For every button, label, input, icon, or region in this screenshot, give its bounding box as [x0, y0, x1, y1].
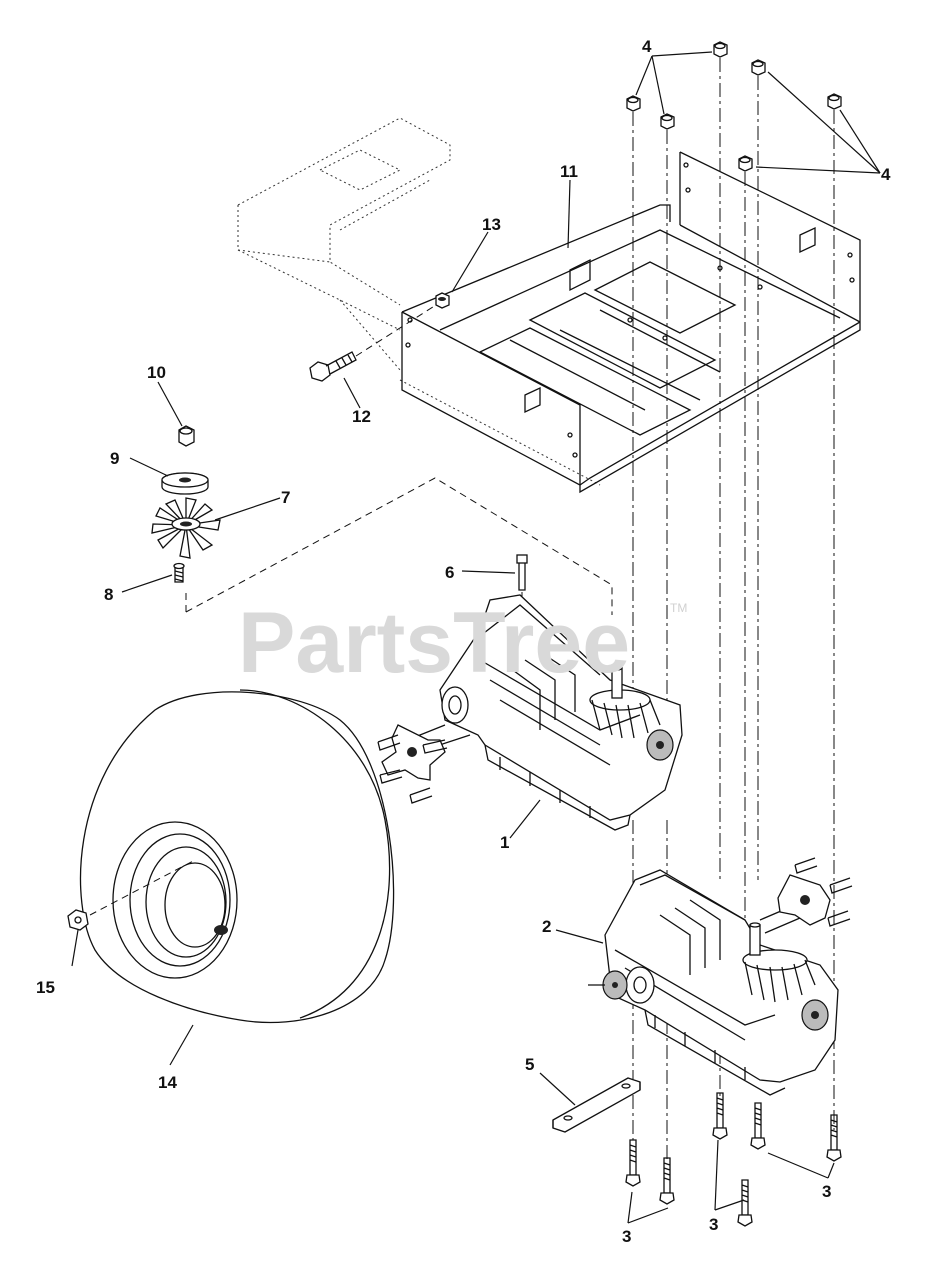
part-12-bolt [309, 304, 437, 382]
callout-2: 2 [542, 917, 551, 936]
assembly-centerlines [632, 58, 835, 1160]
part-7-fan [151, 497, 221, 559]
part-3-bolts [625, 1092, 842, 1227]
part-15-lug-nut [67, 909, 89, 931]
callout-8: 8 [104, 585, 113, 604]
leader-lines [71, 51, 881, 1224]
callout-15: 15 [36, 978, 55, 997]
callout-14: 14 [158, 1073, 177, 1092]
callout-4a: 4 [642, 37, 652, 56]
callout-13: 13 [482, 215, 501, 234]
part-4-nuts [626, 41, 842, 172]
callout-3c: 3 [822, 1182, 831, 1201]
hub-left [377, 724, 448, 804]
part-10-nut [178, 425, 195, 447]
watermark: PartsTree [238, 595, 630, 691]
fan-alignment-line [185, 477, 613, 615]
callout-4b: 4 [881, 165, 891, 184]
part-6-pin [516, 554, 528, 615]
frame-outline [237, 117, 601, 486]
callout-3a: 3 [622, 1227, 631, 1246]
callout-11: 11 [560, 162, 578, 181]
hub-right [777, 857, 853, 927]
watermark-tm: TM [670, 601, 687, 615]
callout-9: 9 [110, 449, 119, 468]
part-14-wheel [79, 689, 395, 1024]
callout-labels: 1 2 3 3 3 4 4 5 6 7 8 9 10 11 12 13 14 1… [36, 37, 891, 1246]
part-9-washer [161, 472, 209, 495]
callout-10: 10 [147, 363, 166, 382]
callout-5: 5 [525, 1055, 534, 1074]
callout-7: 7 [281, 488, 290, 507]
callout-12: 12 [352, 407, 371, 426]
callout-6: 6 [445, 563, 454, 582]
callout-1: 1 [500, 833, 509, 852]
callout-3b: 3 [709, 1215, 718, 1234]
part-13-nut [435, 292, 450, 309]
part-8-screw [173, 562, 185, 583]
part-11-bracket [401, 151, 861, 494]
part-5-strap [552, 1077, 641, 1133]
